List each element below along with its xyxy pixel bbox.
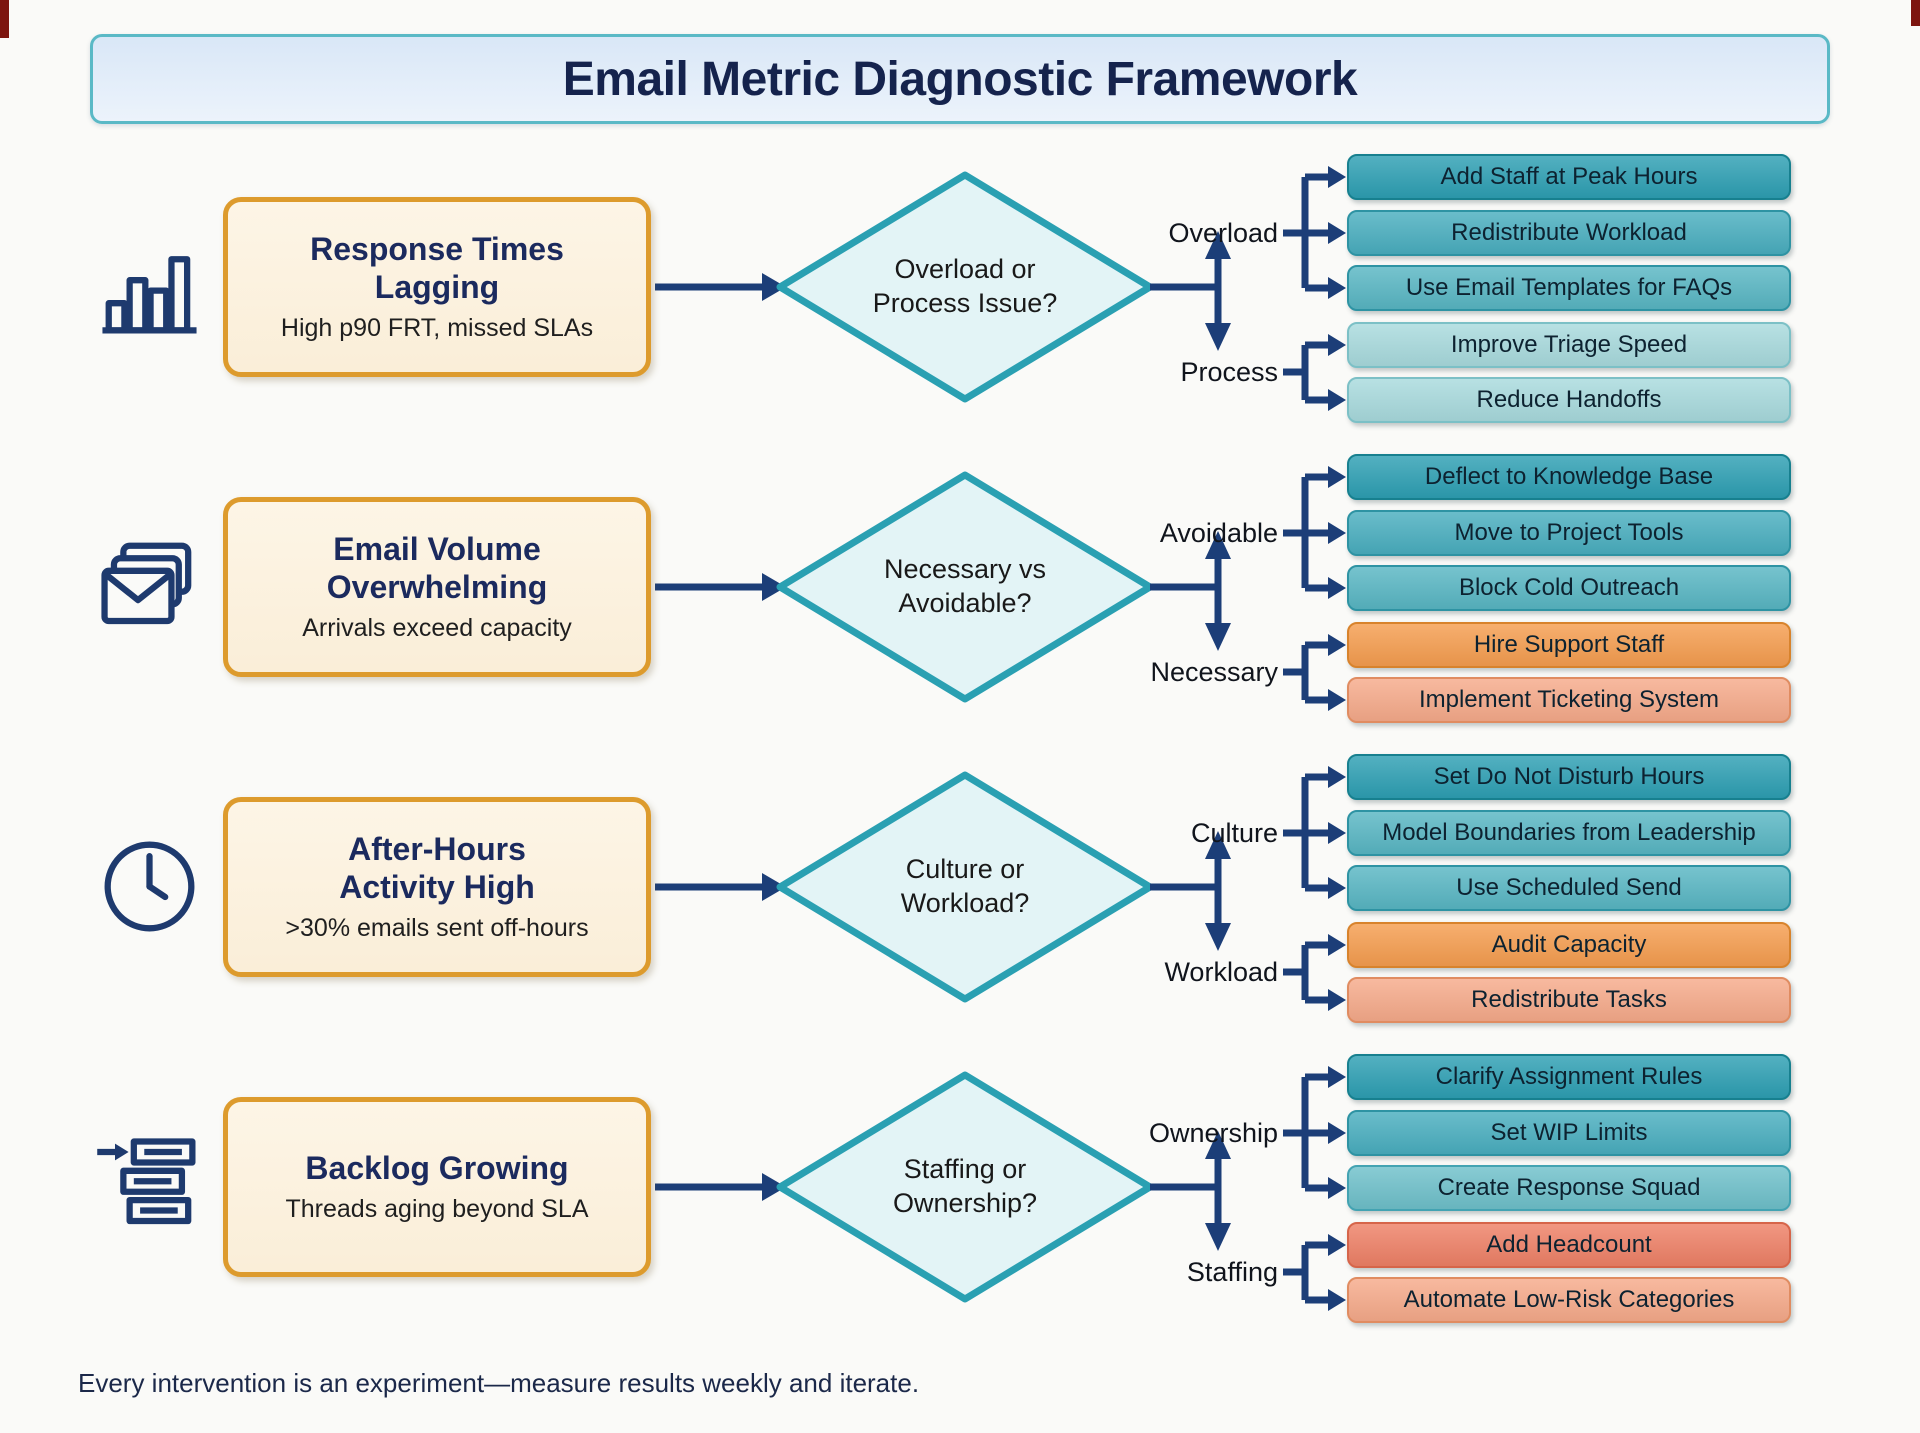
action-box: Use Scheduled Send — [1347, 865, 1791, 911]
title-banner: Email Metric Diagnostic Framework — [90, 34, 1830, 124]
action-box: Block Cold Outreach — [1347, 565, 1791, 611]
problem-title: Response Times Lagging — [310, 230, 564, 305]
diagnostic-row: Email Volume Overwhelming Arrivals excee… — [0, 437, 1920, 737]
action-box: Use Email Templates for FAQs — [1347, 265, 1791, 311]
action-box: Add Headcount — [1347, 1222, 1791, 1268]
problem-box: Backlog Growing Threads aging beyond SLA — [223, 1097, 651, 1277]
action-box: Redistribute Workload — [1347, 210, 1791, 256]
problem-box: Email Volume Overwhelming Arrivals excee… — [223, 497, 651, 677]
decision-question: Culture or Workload? — [900, 854, 1030, 918]
action-box: Clarify Assignment Rules — [1347, 1054, 1791, 1100]
clock-icon — [104, 841, 195, 932]
branch-label-bottom: Workload — [1164, 957, 1278, 987]
problem-title: Backlog Growing — [305, 1149, 569, 1186]
action-box: Model Boundaries from Leadership — [1347, 810, 1791, 856]
diagnostic-row: After-Hours Activity High >30% emails se… — [0, 737, 1920, 1037]
action-box: Move to Project Tools — [1347, 510, 1791, 556]
problem-box: After-Hours Activity High >30% emails se… — [223, 797, 651, 977]
branch-label-bottom: Necessary — [1150, 657, 1278, 687]
branch-label-top: Culture — [1190, 818, 1278, 848]
action-box: Redistribute Tasks — [1347, 977, 1791, 1023]
scan-artifact — [1911, 0, 1920, 26]
action-box: Add Staff at Peak Hours — [1347, 154, 1791, 200]
diagnostic-row: Backlog Growing Threads aging beyond SLA… — [0, 1037, 1920, 1337]
problem-title: Email Volume Overwhelming — [326, 530, 548, 605]
problem-subtitle: >30% emails sent off-hours — [285, 914, 589, 943]
page-title: Email Metric Diagnostic Framework — [562, 52, 1358, 106]
action-box: Reduce Handoffs — [1347, 377, 1791, 423]
action-box: Set Do Not Disturb Hours — [1347, 754, 1791, 800]
problem-subtitle: High p90 FRT, missed SLAs — [280, 314, 594, 343]
diagnostic-row: Response Times Lagging High p90 FRT, mis… — [0, 137, 1920, 437]
scan-artifact — [0, 0, 9, 38]
problem-subtitle: Arrivals exceed capacity — [302, 614, 572, 643]
decision-question: Necessary vs Avoidable? — [883, 554, 1047, 618]
action-box: Audit Capacity — [1347, 922, 1791, 968]
action-box: Improve Triage Speed — [1347, 322, 1791, 368]
branch-label-bottom: Staffing — [1186, 1257, 1278, 1287]
action-box: Implement Ticketing System — [1347, 677, 1791, 723]
branch-label-top: Overload — [1168, 218, 1278, 248]
decision-question: Overload or Process Issue? — [872, 254, 1058, 318]
bar-chart-icon — [102, 256, 197, 334]
envelope-stack-icon — [101, 542, 192, 625]
decision-question: Staffing or Ownership? — [892, 1154, 1038, 1218]
problem-title: After-Hours Activity High — [339, 830, 535, 905]
problem-box: Response Times Lagging High p90 FRT, mis… — [223, 197, 651, 377]
branch-label-top: Avoidable — [1159, 518, 1278, 548]
branch-label-bottom: Process — [1180, 357, 1278, 387]
action-box: Create Response Squad — [1347, 1165, 1791, 1211]
problem-subtitle: Threads aging beyond SLA — [285, 1195, 589, 1224]
action-box: Automate Low-Risk Categories — [1347, 1277, 1791, 1323]
action-box: Deflect to Knowledge Base — [1347, 454, 1791, 500]
action-box: Set WIP Limits — [1347, 1110, 1791, 1156]
backlog-stack-icon — [97, 1138, 196, 1225]
action-box: Hire Support Staff — [1347, 622, 1791, 668]
branch-label-top: Ownership — [1148, 1118, 1278, 1148]
footer-note: Every intervention is an experiment—meas… — [78, 1368, 920, 1398]
